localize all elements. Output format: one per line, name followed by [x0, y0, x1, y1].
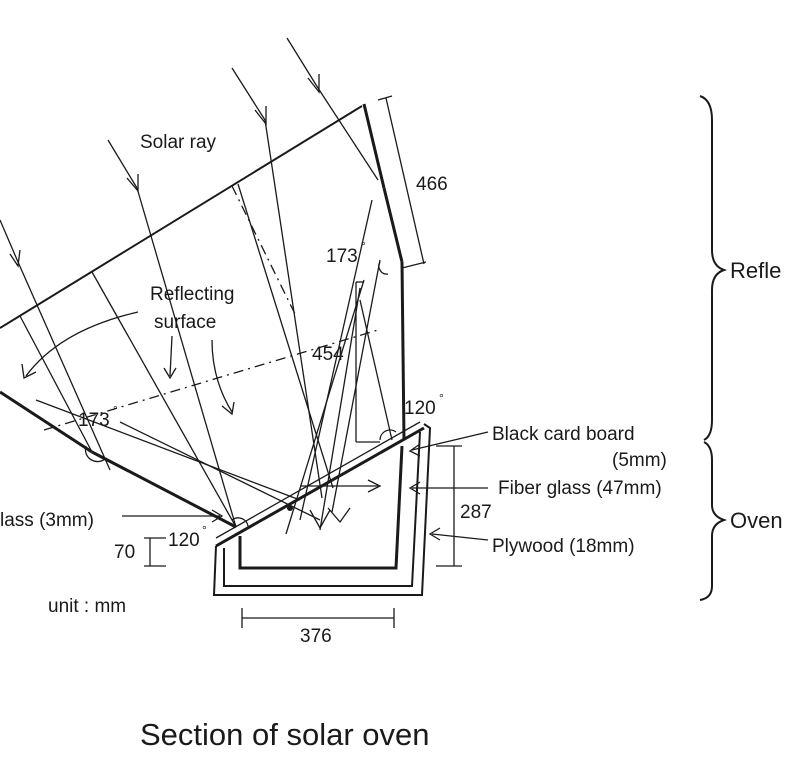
plywood-label: Plywood (18mm) [492, 536, 635, 557]
angle-120-bottom-degree: ° [202, 523, 207, 537]
dimension-287: 287 [460, 502, 492, 523]
black-card-board-thickness-label: (5mm) [612, 450, 667, 471]
section-oven-label: Oven [730, 508, 783, 533]
leader-lines [21, 311, 489, 541]
angle-173-right-degree: ° [361, 239, 366, 253]
glass-label: lass (3mm) [0, 510, 94, 531]
angle-173-right-value: 173 [326, 246, 358, 267]
section-braces [699, 95, 728, 601]
oven-box [212, 421, 432, 596]
solar-ray-label: Solar ray [140, 132, 217, 153]
diagram-caption: Section of solar oven [140, 717, 430, 752]
focus-point [287, 505, 293, 511]
dimension-70: 70 [114, 542, 135, 563]
angle-120-top-degree: ° [439, 391, 444, 405]
dimension-lines [144, 95, 462, 628]
angle-173-right: 173 ° [326, 239, 366, 267]
reflector-axis [43, 185, 379, 431]
reflected-rays [35, 199, 393, 535]
reflecting-surface-label-line1: Reflecting [150, 284, 235, 305]
angle-120-bottom-value: 120 [168, 530, 200, 551]
angle-120-top-value: 120 [404, 398, 436, 419]
unit-label: unit : mm [48, 596, 126, 617]
solar-rays [0, 37, 379, 528]
section-reflector-label: Refle [730, 258, 781, 283]
dimension-466: 466 [416, 174, 448, 195]
reflecting-surface-label-line2: surface [154, 312, 216, 333]
fiber-glass-label: Fiber glass (47mm) [498, 478, 662, 499]
dimension-376: 376 [300, 626, 332, 647]
angle-173-left-value: 173 [78, 410, 110, 431]
black-card-board-label: Black card board [492, 424, 635, 445]
angle-120-top: 120 ° [404, 391, 444, 419]
dimension-454: 454 [312, 344, 344, 365]
angle-120-bottom: 120 ° [168, 523, 207, 551]
angle-173-left: 173 ° [78, 403, 118, 431]
angle-arcs [84, 261, 397, 527]
angle-173-left-degree: ° [113, 403, 118, 417]
